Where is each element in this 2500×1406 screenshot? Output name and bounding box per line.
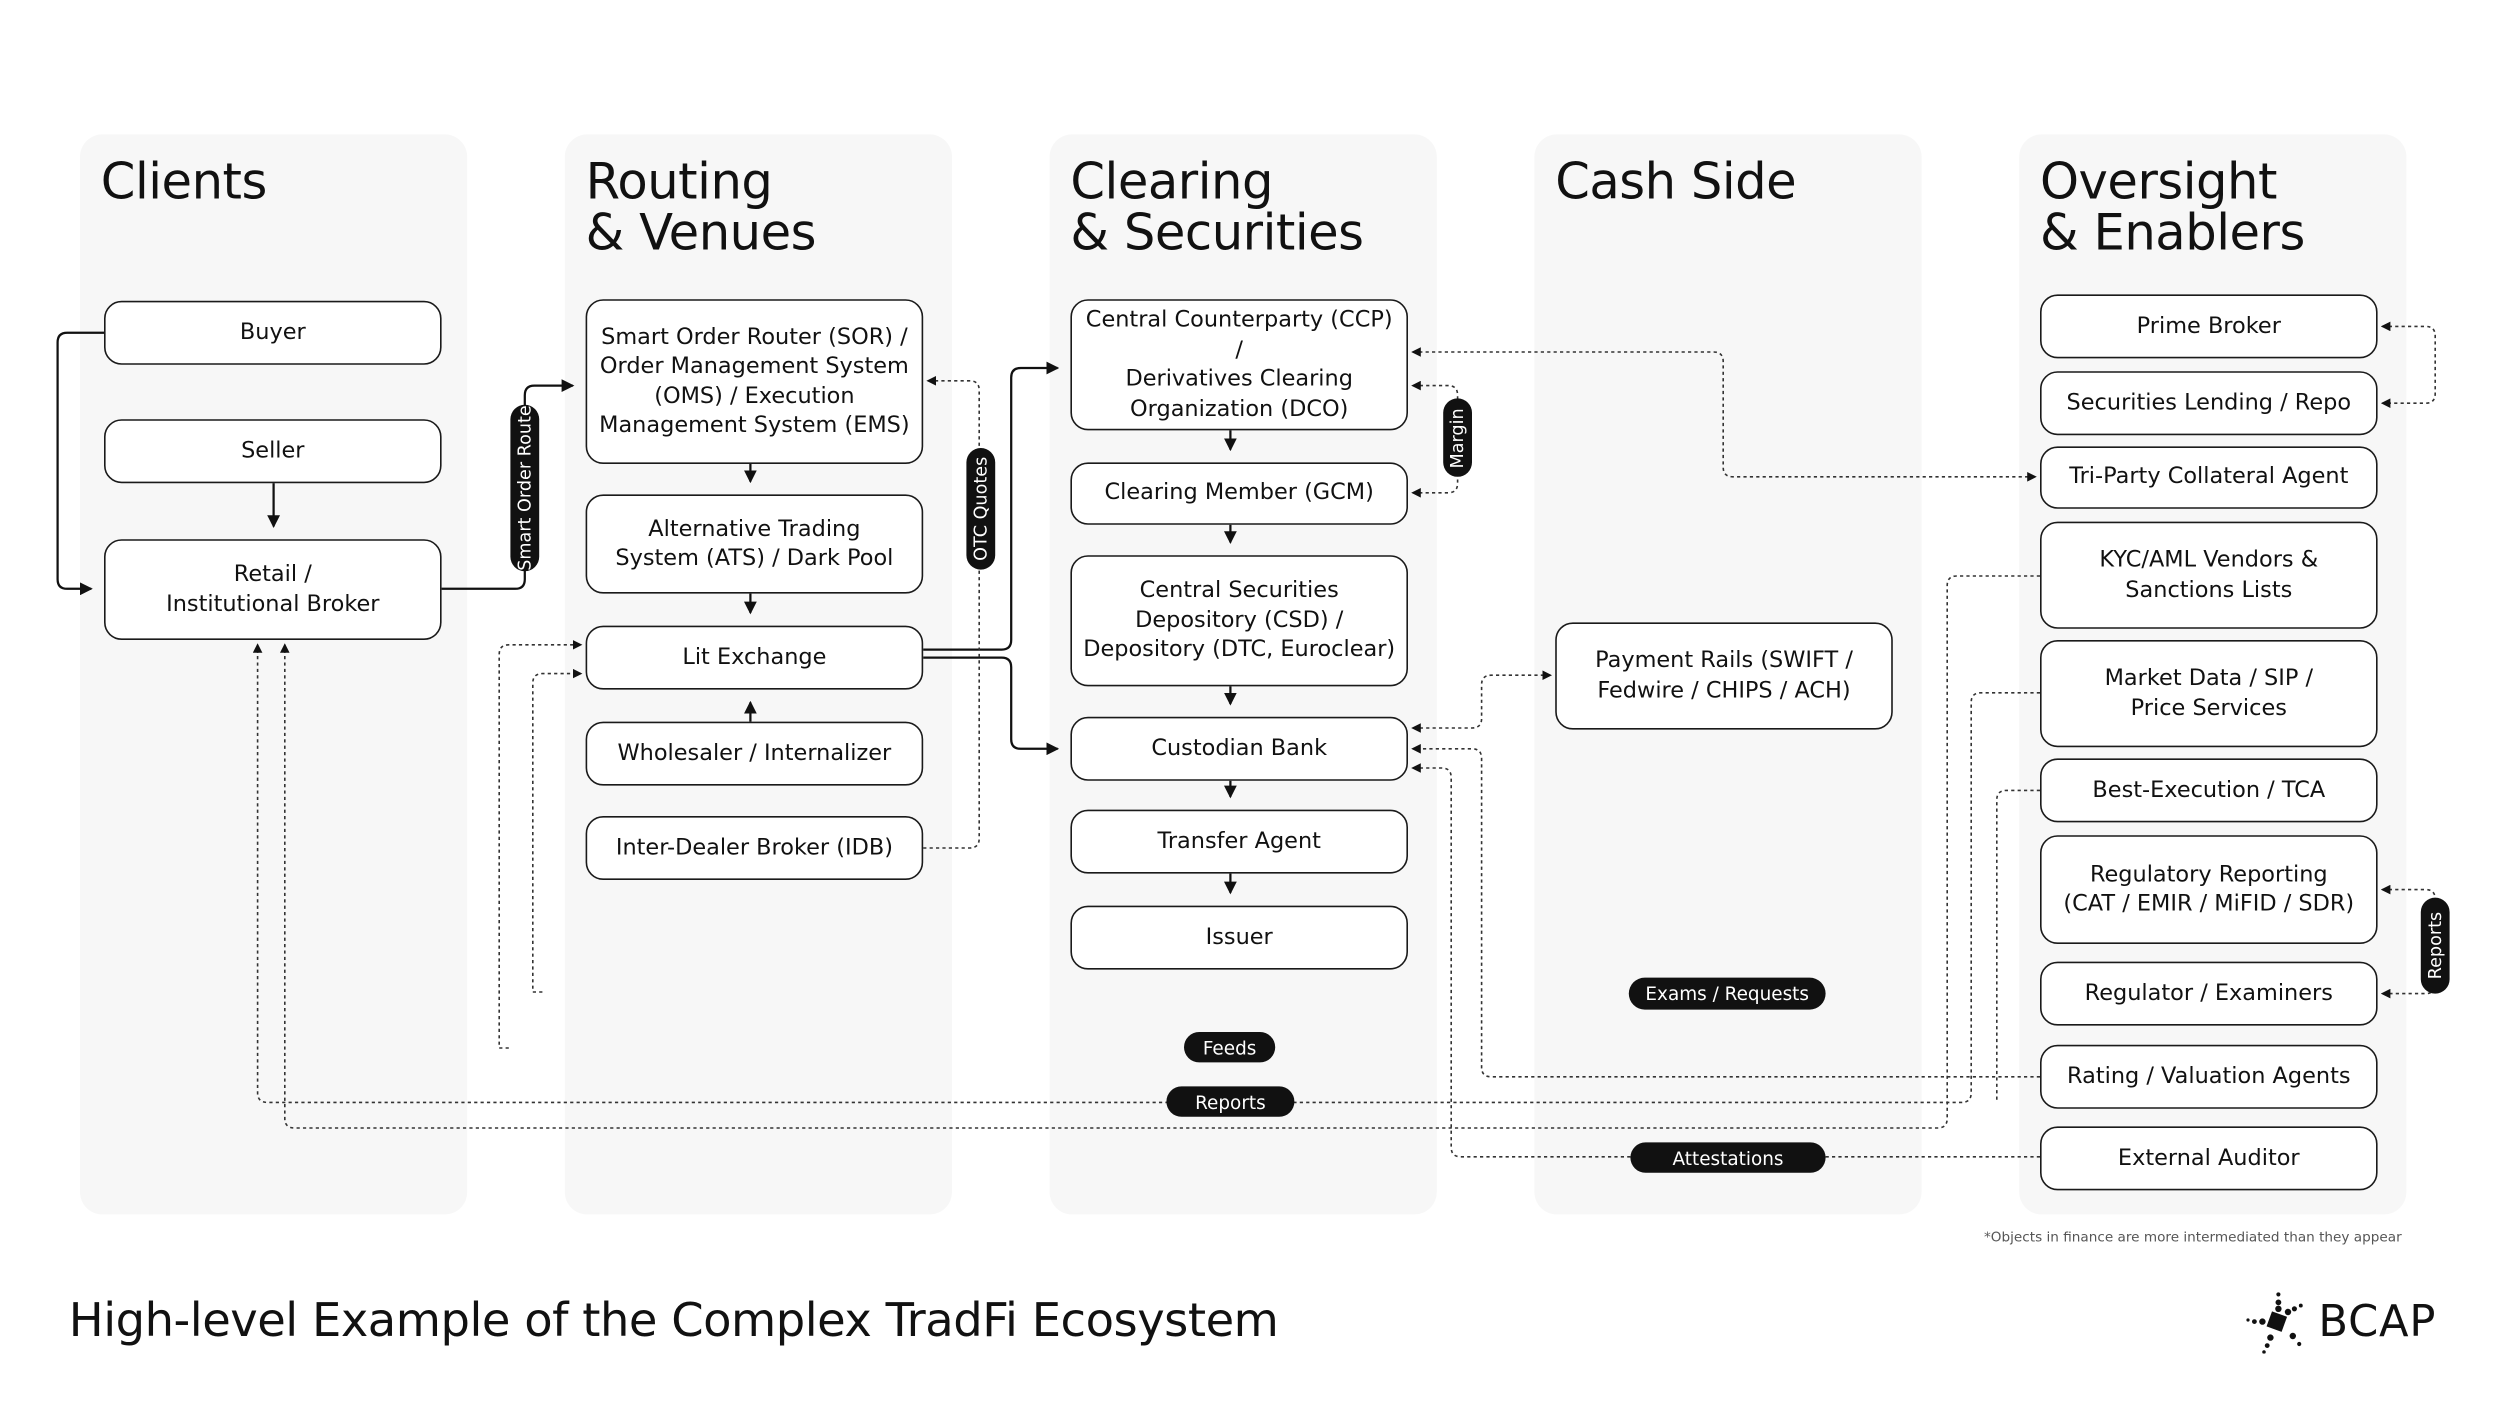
node-buyer: Buyer — [104, 300, 442, 365]
label-exams-requests: Exams / Requests — [1628, 977, 1826, 1010]
column-title: Cash Side — [1555, 153, 1797, 212]
logo-text: BCAP — [2318, 1296, 2437, 1347]
node-seller: Seller — [104, 419, 442, 484]
page-title: High-level Example of the Complex TradFi… — [68, 1292, 1279, 1348]
label-reports-vertical: Reports — [2420, 897, 2450, 994]
node-csd: Central Securities Depository (CSD) / De… — [1070, 555, 1408, 687]
node-gcm: Clearing Member (GCM) — [1070, 462, 1408, 525]
node-prime-broker: Prime Broker — [2040, 294, 2378, 359]
node-best-execution: Best-Execution / TCA — [2040, 758, 2378, 823]
node-kyc-aml: KYC/AML Vendors & Sanctions Lists — [2040, 521, 2378, 629]
bcap-star-icon — [2246, 1292, 2303, 1354]
label-text: Margin — [1447, 407, 1468, 468]
label-text: OTC Quotes — [970, 456, 992, 561]
column-title: Clearing & Securities — [1070, 153, 1364, 263]
node-transfer-agent: Transfer Agent — [1070, 809, 1408, 874]
node-payment-rails: Payment Rails (SWIFT / Fedwire / CHIPS /… — [1555, 622, 1893, 730]
node-wholesaler: Wholesaler / Internalizer — [585, 721, 924, 786]
node-sec-lending: Securities Lending / Repo — [2040, 371, 2378, 436]
node-market-data: Market Data / SIP / Price Services — [2040, 640, 2378, 748]
label-text: Reports — [2424, 911, 2446, 980]
node-reg-reporting: Regulatory Reporting (CAT / EMIR / MiFID… — [2040, 835, 2378, 944]
node-tri-party: Tri-Party Collateral Agent — [2040, 446, 2378, 509]
column-title: Clients — [100, 153, 268, 212]
brand-logo: BCAP — [2245, 1290, 2436, 1354]
node-regulator: Regulator / Examiners — [2040, 961, 2378, 1026]
node-issuer: Issuer — [1070, 905, 1408, 970]
label-feeds: Feeds — [1184, 1032, 1276, 1063]
label-otc-quotes: OTC Quotes — [966, 448, 996, 570]
node-idb: Inter-Dealer Broker (IDB) — [585, 816, 924, 880]
node-custodian: Custodian Bank — [1070, 716, 1408, 781]
node-rating-agents: Rating / Valuation Agents — [2040, 1044, 2378, 1109]
label-attestations: Attestations — [1630, 1142, 1826, 1173]
node-ats: Alternative Trading System (ATS) / Dark … — [585, 494, 924, 594]
node-broker: Retail / Institutional Broker — [104, 539, 442, 640]
node-external-auditor: External Auditor — [2040, 1126, 2378, 1191]
node-sor-oms-ems: Smart Order Router (SOR) / Order Managem… — [585, 299, 924, 464]
column-title: Oversight & Enablers — [2040, 153, 2305, 263]
node-lit-exchange: Lit Exchange — [585, 625, 924, 690]
node-ccp: Central Counterparty (CCP) / Derivatives… — [1070, 299, 1408, 431]
label-reports: Reports — [1166, 1086, 1295, 1117]
column-title: Routing & Venues — [585, 153, 817, 263]
label-smart-order-route: Smart Order Route — [510, 404, 540, 572]
footnote: *Objects in finance are more intermediat… — [1984, 1230, 2402, 1247]
label-text: Smart Order Route — [514, 405, 536, 571]
label-margin: Margin — [1443, 398, 1472, 477]
